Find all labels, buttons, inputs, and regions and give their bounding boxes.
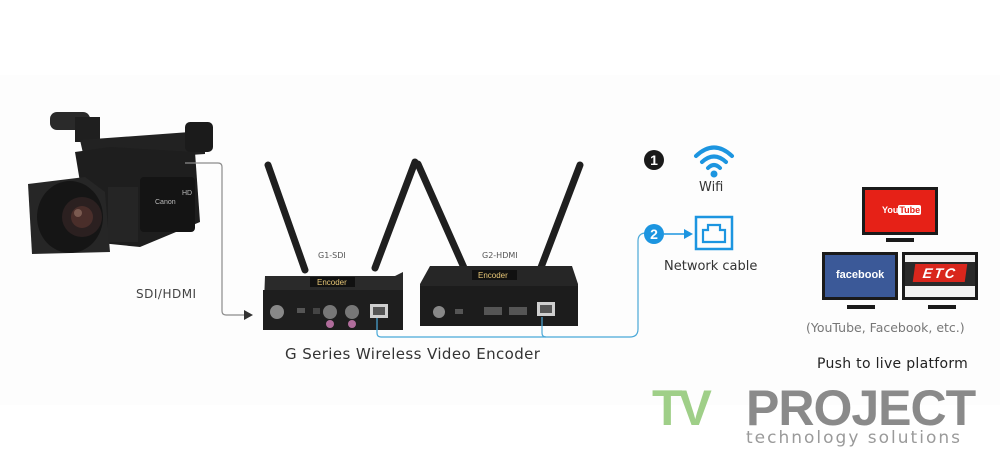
wifi-icon	[694, 145, 734, 178]
camera-brand: Canon	[155, 199, 176, 206]
option-number-2: 2	[644, 224, 664, 244]
logo-project: PROJECT	[746, 380, 976, 436]
logo-tagline: technology solutions	[746, 428, 962, 448]
network-cable-line	[376, 232, 648, 338]
screen-stand	[928, 305, 956, 309]
encoder-g2-hdmi: Encoder	[420, 266, 578, 326]
encoder-label-g2: G2-HDMI	[482, 251, 518, 260]
screen-etc: ETC	[902, 252, 978, 300]
screen-facebook: facebook	[822, 252, 898, 300]
ethernet-port-icon	[694, 215, 734, 251]
encoder-label-g1: G1-SDI	[318, 251, 346, 260]
screen-stand	[847, 305, 875, 309]
logo-tv: TV	[652, 380, 712, 436]
encoder-g1-sdi: Encoder	[263, 272, 403, 330]
svg-text:HD: HD	[182, 190, 192, 197]
arrow-right-icon	[664, 229, 693, 239]
wifi-label: Wifi	[699, 180, 724, 195]
option-number-1: 1	[644, 150, 664, 170]
platform-examples: (YouTube, Facebook, etc.)	[806, 320, 965, 335]
sdi-hdmi-cable	[185, 162, 253, 320]
svg-text:Encoder: Encoder	[317, 278, 347, 287]
arrow-right-icon	[244, 310, 253, 320]
platform-caption: Push to live platform	[817, 356, 969, 372]
antennas	[264, 158, 584, 274]
screen-youtube: YouTube	[862, 187, 938, 235]
screen-stand	[886, 238, 914, 242]
network-cable-label: Network cable	[664, 259, 758, 274]
connection-label: SDI/HDMI	[136, 287, 197, 301]
camcorder-image: Canon HD	[28, 112, 213, 254]
svg-text:Encoder: Encoder	[478, 271, 508, 280]
tv-project-logo: TV PROJECT technology solutions	[652, 380, 1000, 450]
encoder-series-caption: G Series Wireless Video Encoder	[285, 345, 541, 363]
diagram-background	[0, 75, 1000, 405]
